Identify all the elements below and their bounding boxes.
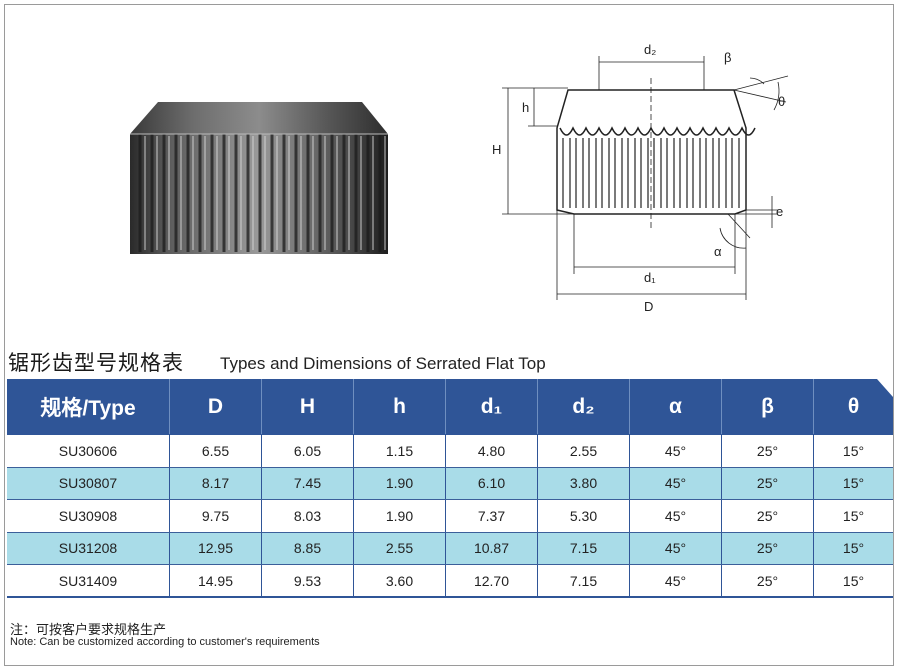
table-cell: SU30606 <box>7 435 170 467</box>
label-H: H <box>492 142 501 157</box>
table-cell: 12.95 <box>170 532 262 564</box>
table-header-background <box>7 379 893 434</box>
header-d2: d₂ <box>538 379 630 434</box>
table-cell: 7.15 <box>538 565 630 597</box>
table-cell: 6.55 <box>170 435 262 467</box>
table-cell: 45° <box>630 565 722 597</box>
table-cell: 45° <box>630 467 722 499</box>
product-photo <box>130 102 388 254</box>
table-cell: SU30807 <box>7 467 170 499</box>
table-cell: 25° <box>722 500 814 532</box>
header-type: 规格/Type <box>7 379 170 434</box>
table-cell: 4.80 <box>446 435 538 467</box>
table-cell: 25° <box>722 565 814 597</box>
table-cell: 45° <box>630 500 722 532</box>
table-cell: 45° <box>630 532 722 564</box>
label-d1: d₁ <box>644 270 656 285</box>
table-cell: 3.80 <box>538 467 630 499</box>
header-h: h <box>354 379 446 434</box>
label-D: D <box>644 299 653 314</box>
table-title-cn: 锯形齿型号规格表 <box>8 351 184 375</box>
table-cell: 1.90 <box>354 467 446 499</box>
table-title-en: Types and Dimensions of Serrated Flat To… <box>220 354 546 373</box>
table-cell: 8.03 <box>262 500 354 532</box>
table-cell: 45° <box>630 435 722 467</box>
table-cell: 25° <box>722 532 814 564</box>
table-cell: 15° <box>842 442 865 459</box>
table-cell: 5.30 <box>538 500 630 532</box>
table-cell: 3.60 <box>354 565 446 597</box>
table-bottom-rule <box>7 596 893 598</box>
table-cell: 15° <box>842 540 865 557</box>
table-cell: 10.87 <box>446 532 538 564</box>
header-H: H <box>262 379 354 434</box>
header-d1: d₁ <box>446 379 538 434</box>
note-en: Note: Can be customized according to cus… <box>10 636 320 648</box>
page-frame <box>4 4 894 666</box>
table-cell: 25° <box>722 467 814 499</box>
header-D: D <box>170 379 262 434</box>
label-e: e <box>776 204 783 219</box>
table-cell: 12.70 <box>446 565 538 597</box>
table-cell: 8.85 <box>262 532 354 564</box>
table-cell: 7.15 <box>538 532 630 564</box>
label-h: h <box>522 100 529 115</box>
label-d2: d₂ <box>644 42 656 57</box>
table-cell: SU30908 <box>7 500 170 532</box>
table-cell: 25° <box>722 435 814 467</box>
table-cell: 7.45 <box>262 467 354 499</box>
table-cell: 15° <box>842 507 865 524</box>
table-cell: 6.05 <box>262 435 354 467</box>
label-beta: β <box>724 50 731 65</box>
header-beta: β <box>722 379 814 434</box>
table-cell: SU31208 <box>7 532 170 564</box>
note-cn: 注：可按客户要求规格生产 <box>10 623 167 638</box>
table-cell: 1.90 <box>354 500 446 532</box>
table-cell: 15° <box>842 475 865 492</box>
table-cell: 2.55 <box>354 532 446 564</box>
header-alpha: α <box>630 379 722 434</box>
header-theta: θ <box>847 394 860 418</box>
table-cell: 8.17 <box>170 467 262 499</box>
table-cell: SU31409 <box>7 565 170 597</box>
table-cell: 1.15 <box>354 435 446 467</box>
dimension-drawing: d₂ β θ h H e α d₁ D <box>492 42 789 314</box>
table-cell: 6.10 <box>446 467 538 499</box>
table-cell: 15° <box>842 572 865 589</box>
table-cell: 14.95 <box>170 565 262 597</box>
table-cell: 9.75 <box>170 500 262 532</box>
label-theta: θ <box>778 94 785 109</box>
table-cell: 9.53 <box>262 565 354 597</box>
table-cell: 7.37 <box>446 500 538 532</box>
label-alpha: α <box>714 244 722 259</box>
table-cell: 2.55 <box>538 435 630 467</box>
